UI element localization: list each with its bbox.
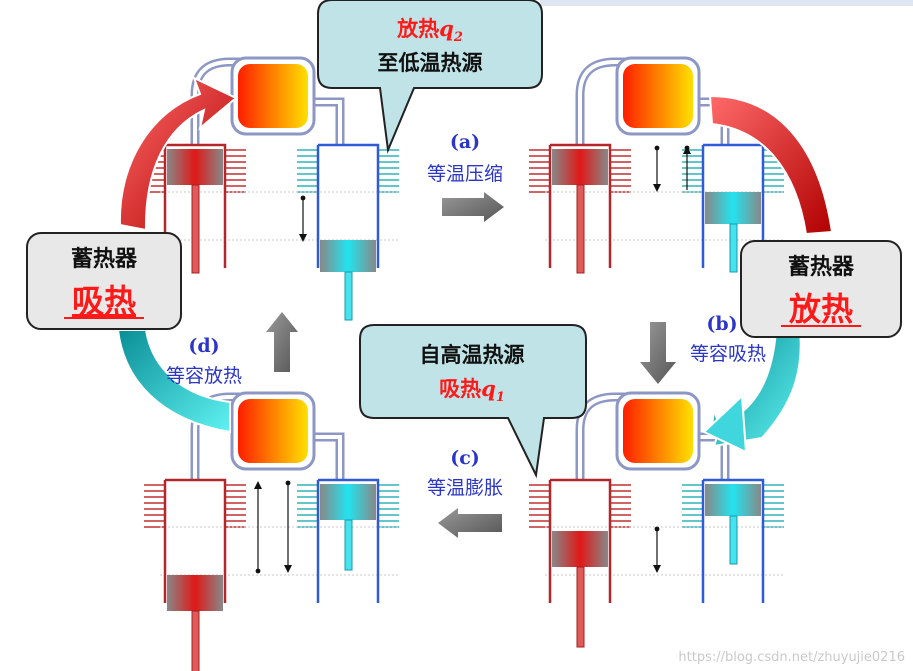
step-c-label: 等温膨胀 (427, 477, 503, 499)
step-c-letter: (c) (450, 447, 480, 469)
cycle-arrow-bottom-left (116, 329, 231, 434)
bubble-middle-line1: 自高温热源 (420, 342, 525, 367)
step-a-letter: (a) (450, 131, 480, 153)
step-arrow-c (438, 508, 502, 538)
step-arrow-d (266, 312, 298, 372)
engine-state-b (529, 58, 785, 273)
engine-state-a (144, 58, 400, 320)
step-d-letter: (d) (188, 335, 219, 357)
regenerator-right-title: 蓄热器 (788, 254, 855, 280)
regenerator-left-box (26, 232, 182, 330)
cycle-arrow-bottom-right-head (702, 393, 748, 454)
step-b-label: 等容吸热 (690, 343, 766, 365)
step-arrow-b (640, 322, 676, 384)
regenerator-right-box (740, 240, 902, 338)
bubble-top-line1: 放热q2 (396, 16, 463, 45)
bubble-top-line2: 至低温热源 (378, 50, 483, 75)
engine-state-d (144, 393, 400, 671)
regenerator-left-action: 吸热 (72, 282, 136, 320)
header-strip (540, 0, 913, 6)
cycle-arrow-top-left (118, 76, 238, 232)
step-d-label: 等容放热 (166, 365, 242, 387)
cycle-arrow-top-right (708, 94, 834, 236)
regenerator-left-title: 蓄热器 (71, 246, 138, 272)
step-b-letter: (b) (706, 313, 737, 335)
step-a-label: 等温压缩 (427, 163, 503, 185)
regenerator-right-action: 放热 (789, 290, 853, 328)
bubble-top (317, 0, 543, 154)
watermark-url: https://blog.csdn.net/zhuyujie0216 (678, 650, 905, 665)
bubble-middle-line2: 吸热q1 (439, 376, 505, 405)
bubble-middle (359, 324, 587, 479)
step-arrow-a (442, 192, 504, 222)
